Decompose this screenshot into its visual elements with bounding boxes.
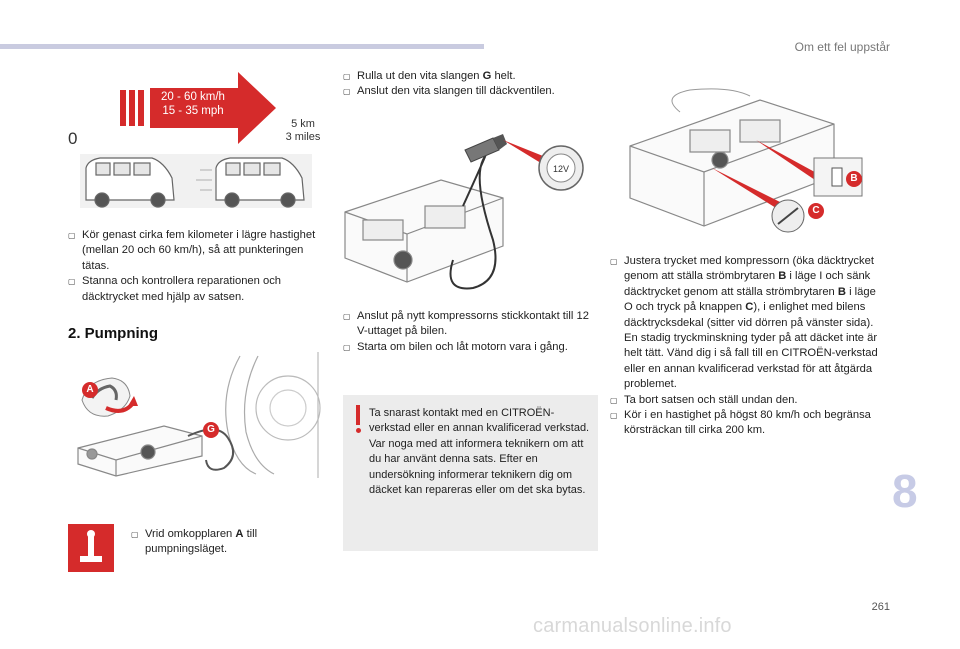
bullet-switch: Vrid omkopplaren A till pumpningsläget. — [131, 527, 301, 558]
distance-km: 5 km — [291, 118, 315, 130]
switch-step-icon — [68, 524, 114, 572]
socket-label: 12V — [553, 164, 569, 174]
bullet-check: Stanna och kontrollera reparationen och … — [68, 274, 323, 305]
bullet-drive: Kör genast cirka fem kilometer i lägre h… — [68, 228, 323, 274]
tyre-icon — [225, 352, 321, 478]
chapter-title: Om ett fel uppstår — [794, 40, 890, 54]
pointer-arrow-icon — [712, 140, 822, 208]
compressor-kit-icon — [77, 425, 203, 477]
marker-c: C — [808, 203, 824, 219]
page-number: 261 — [871, 601, 890, 613]
col3-bullets: Justera trycket med kompressorn (öka däc… — [610, 254, 878, 439]
speed-kmh: 20 - 60 km/h — [161, 91, 225, 103]
marker-b: B — [846, 171, 862, 187]
plug-illustration: 12V — [344, 134, 584, 290]
hose-icon — [671, 88, 751, 113]
plug-icon — [464, 134, 507, 163]
bullet-unroll-hose: Rulla ut den vita slangen G helt. — [343, 69, 599, 85]
bullet-speed-limit: Kör i en hastighet på högst 80 km/h och … — [610, 408, 878, 439]
warning-line-1: Ta snarast kontakt med en CITROËN-verkst… — [369, 407, 590, 435]
bullet-connect-valve: Anslut den vita slangen till däckventile… — [343, 84, 599, 100]
header-bar — [0, 44, 484, 49]
compressor-kit-icon — [344, 179, 504, 283]
switch-icon — [80, 530, 102, 562]
van-left-icon — [85, 157, 175, 208]
bullet-adjust-pressure: Justera trycket med kompressorn (öka däc… — [610, 254, 878, 331]
compressor-kit-icon — [629, 99, 835, 227]
marker-g: G — [203, 422, 219, 438]
watermark: carmanualsonline.info — [533, 615, 732, 637]
distance-label: 5 km 3 miles — [278, 118, 328, 144]
bullet-stow-kit: Ta bort satsen och ställ undan den. — [610, 393, 878, 409]
col1-bullets: Kör genast cirka fem kilometer i lägre h… — [68, 228, 323, 305]
van-right-icon — [196, 157, 305, 208]
warning-line-2: Var noga med att informera teknikern om … — [369, 437, 586, 497]
button-c-closeup-icon — [771, 199, 805, 233]
bullet-restart-car: Starta om bilen och låt motorn vara i gå… — [343, 340, 599, 356]
warning-box: Ta snarast kontakt med en CITROËN-verkst… — [343, 395, 598, 551]
pressure-illustration — [629, 88, 863, 233]
speed-arrow-icon — [120, 72, 276, 144]
chapter-tab-number: 8 — [892, 465, 918, 517]
distance-miles: 3 miles — [285, 131, 321, 143]
speed-range-label: 20 - 60 km/h 15 - 35 mph — [153, 90, 233, 118]
speed-distance-illustration — [80, 72, 312, 208]
col2-top-bullets: Rulla ut den vita slangen G helt. Anslut… — [343, 69, 599, 100]
socket-12v-icon — [538, 145, 584, 191]
compressor-illustration — [77, 352, 321, 478]
warning-text: Ta snarast kontakt med en CITROËN-verkst… — [369, 406, 591, 498]
step-switch-text: Vrid omkopplaren A till pumpningsläget. — [131, 527, 301, 558]
start-label: 0 — [68, 129, 78, 148]
section-title: 2. Pumpning — [68, 325, 158, 342]
col2-lower-bullets: Anslut på nytt kompressorns stickkontakt… — [343, 309, 599, 356]
marker-a: A — [82, 382, 98, 398]
pressure-loss-note: En stadig tryckminskning tyder på att dä… — [624, 332, 878, 391]
bullet-reconnect-plug: Anslut på nytt kompressorns stickkontakt… — [343, 309, 599, 340]
warning-icon — [355, 405, 361, 433]
speed-mph: 15 - 35 mph — [162, 105, 224, 117]
